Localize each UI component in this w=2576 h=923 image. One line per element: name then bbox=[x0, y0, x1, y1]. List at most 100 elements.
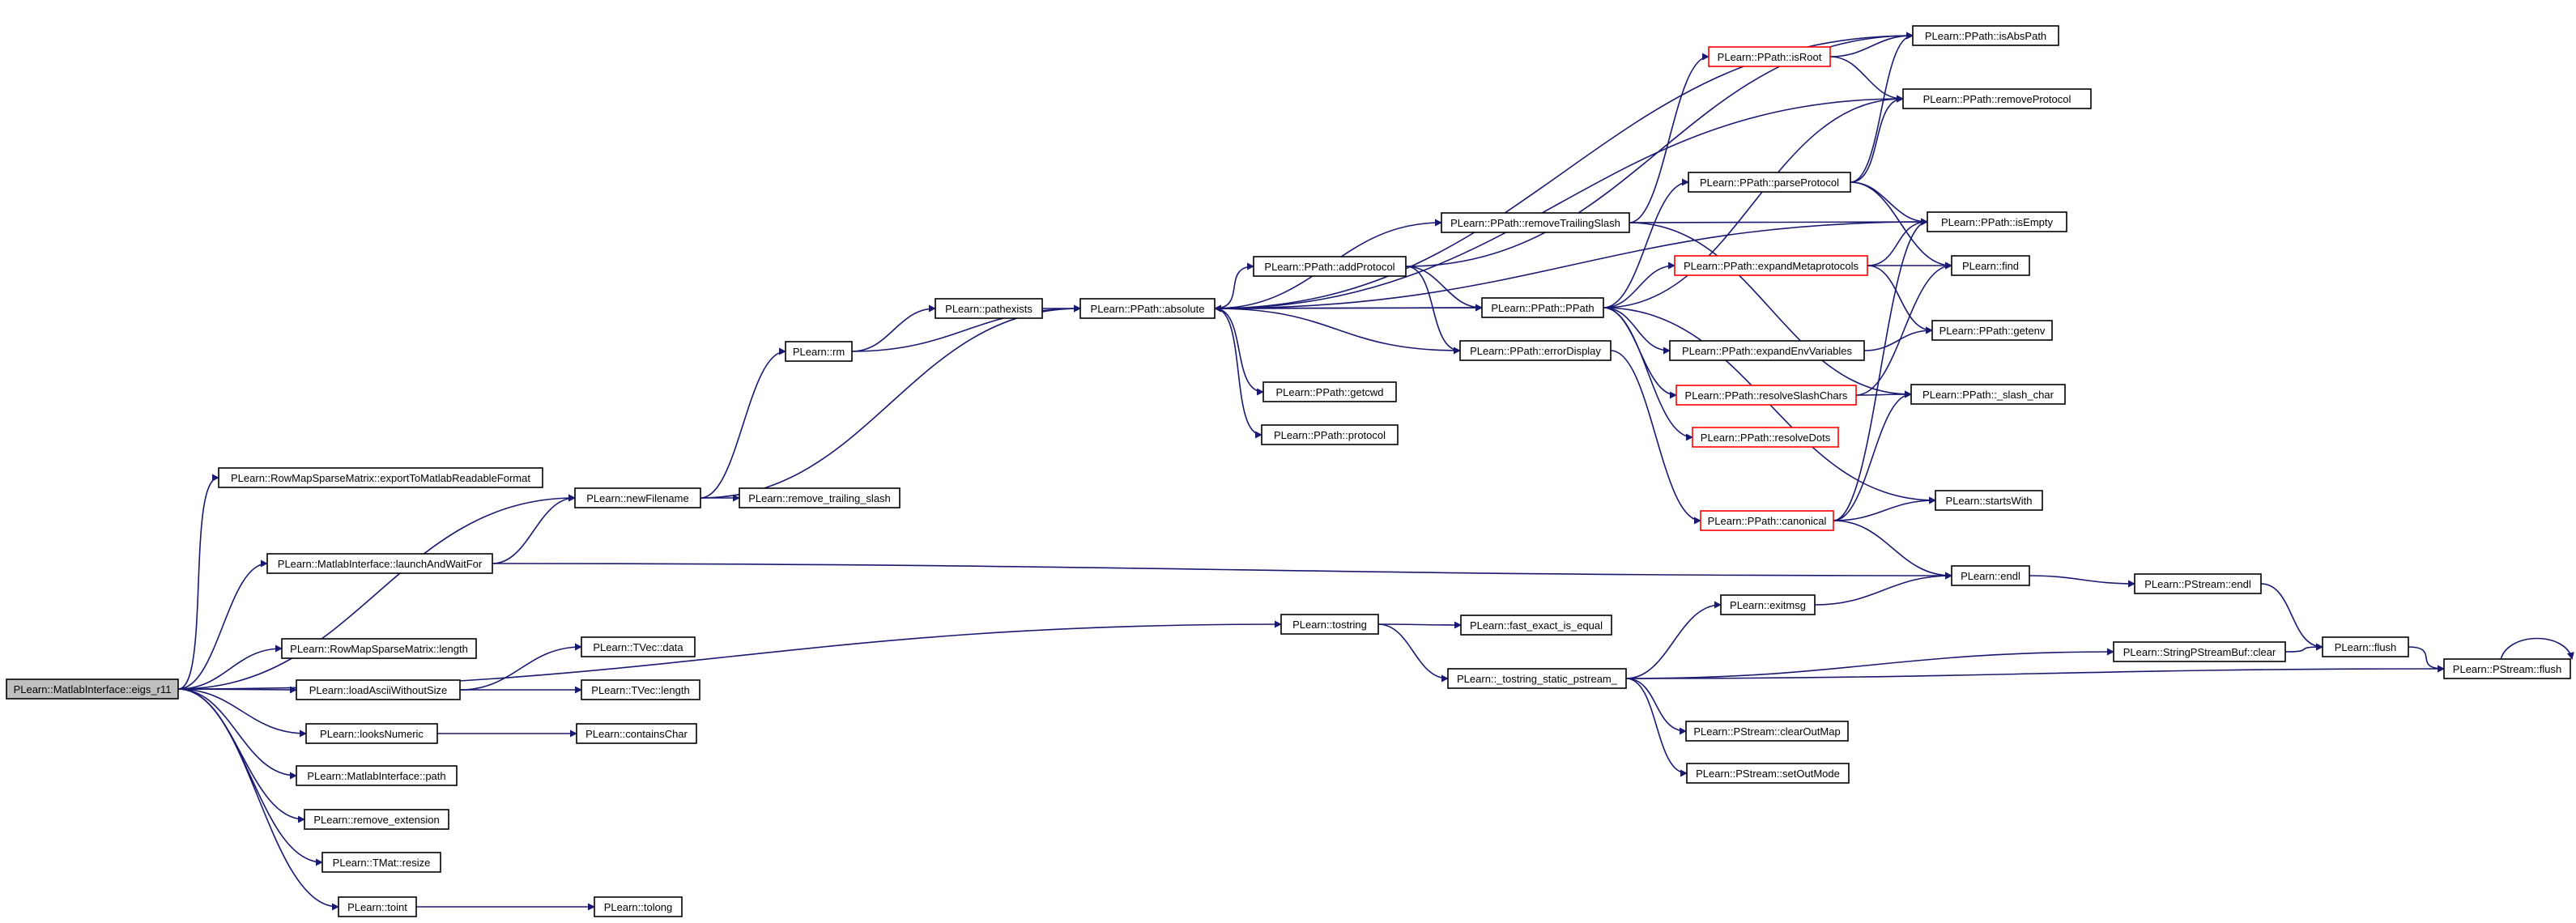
node-rmsm_export[interactable]: PLearn::RowMapSparseMatrix::exportToMatl… bbox=[218, 467, 543, 488]
node-rmsm_length[interactable]: PLearn::RowMapSparseMatrix::length bbox=[281, 638, 477, 659]
node-fast_exact_is_equal[interactable]: PLearn::fast_exact_is_equal bbox=[1460, 615, 1612, 636]
node-root[interactable]: PLearn::MatlabInterface::eigs_r11 bbox=[6, 678, 179, 700]
node-label: PLearn::PPath::removeTrailingSlash bbox=[1450, 217, 1620, 229]
node-expandMetaprotocols[interactable]: PLearn::PPath::expandMetaprotocols bbox=[1674, 255, 1868, 276]
node-box bbox=[218, 467, 543, 488]
node-spsb_clear[interactable]: PLearn::StringPStreamBuf::clear bbox=[2113, 641, 2286, 662]
node-label: PLearn::rm bbox=[793, 346, 845, 358]
node-protocol[interactable]: PLearn::PPath::protocol bbox=[1261, 424, 1399, 445]
node-box bbox=[321, 852, 441, 873]
node-box bbox=[304, 809, 449, 830]
node-tvec_data[interactable]: PLearn::TVec::data bbox=[581, 636, 696, 657]
node-parseProtocol[interactable]: PLearn::PPath::parseProtocol bbox=[1688, 172, 1851, 193]
node-tostring[interactable]: PLearn::tostring bbox=[1280, 614, 1379, 635]
node-errorDisplay[interactable]: PLearn::PPath::errorDisplay bbox=[1459, 340, 1612, 361]
node-box bbox=[1261, 424, 1399, 445]
node-removeProtocol[interactable]: PLearn::PPath::removeProtocol bbox=[1902, 88, 2092, 109]
node-label: PLearn::PPath::errorDisplay bbox=[1470, 345, 1601, 357]
node-remove_trailing_slash[interactable]: PLearn::remove_trailing_slash bbox=[739, 487, 901, 508]
edge-pstream_flush-to-pstream_flush bbox=[2500, 637, 2574, 660]
node-clearOutMap[interactable]: PLearn::PStream::clearOutMap bbox=[1685, 721, 1849, 742]
node-label: PLearn::newFilename bbox=[586, 492, 688, 504]
node-rm[interactable]: PLearn::rm bbox=[785, 341, 853, 362]
node-toint[interactable]: PLearn::toint bbox=[338, 896, 417, 917]
node-box bbox=[2113, 641, 2286, 662]
node-label: PLearn::tostring bbox=[1292, 619, 1367, 631]
edge-pstream_endl-to-flush bbox=[2260, 583, 2323, 651]
node-label: PLearn::PPath::_slash_char bbox=[1922, 389, 2054, 401]
node-slash_char[interactable]: PLearn::PPath::_slash_char bbox=[1910, 384, 2066, 405]
node-removeTrailingSlash[interactable]: PLearn::PPath::removeTrailingSlash bbox=[1441, 212, 1630, 233]
node-isAbsPath[interactable]: PLearn::PPath::isAbsPath bbox=[1912, 25, 2059, 46]
edge-root-to-toint bbox=[177, 688, 339, 911]
edge-flush-to-pstream_flush bbox=[2408, 646, 2445, 673]
node-canonical[interactable]: PLearn::PPath::canonical bbox=[1700, 510, 1834, 531]
edge-canonical-to-slash_char bbox=[1833, 390, 1912, 521]
node-isEmpty[interactable]: PLearn::PPath::isEmpty bbox=[1927, 211, 2067, 232]
node-mi_path[interactable]: PLearn::MatlabInterface::path bbox=[296, 765, 458, 786]
node-label: PLearn::PPath::addProtocol bbox=[1264, 261, 1394, 273]
edge-rm-to-absolute bbox=[851, 304, 1081, 352]
node-containsChar[interactable]: PLearn::containsChar bbox=[576, 723, 697, 744]
node-box bbox=[1720, 594, 1816, 615]
node-resolveSlashChars[interactable]: PLearn::PPath::resolveSlashChars bbox=[1675, 385, 1857, 406]
node-label: PLearn::PPath::canonical bbox=[1708, 515, 1827, 527]
node-label: PLearn::PPath::resolveSlashChars bbox=[1685, 389, 1848, 402]
edge-resolveSlashChars-to-find bbox=[1855, 262, 1952, 396]
edge-parseProtocol-to-isAbsPath bbox=[1850, 32, 1914, 183]
node-box bbox=[1079, 298, 1216, 319]
node-label: PLearn::RowMapSparseMatrix::length bbox=[290, 643, 468, 655]
edge-absolute-to-protocol bbox=[1214, 308, 1262, 439]
node-box bbox=[1692, 427, 1839, 448]
node-setOutMode[interactable]: PLearn::PStream::setOutMode bbox=[1686, 763, 1850, 784]
node-box bbox=[1912, 25, 2059, 46]
node-label: PLearn::PStream::clearOutMap bbox=[1693, 725, 1840, 738]
node-tmat_resize[interactable]: PLearn::TMat::resize bbox=[321, 852, 441, 873]
edge-expandMetaprotocols-to-isEmpty bbox=[1867, 218, 1928, 266]
node-label: PLearn::tolong bbox=[604, 901, 673, 913]
node-absolute[interactable]: PLearn::PPath::absolute bbox=[1079, 298, 1216, 319]
edge-resolveSlashChars-to-slash_char bbox=[1855, 390, 1912, 398]
node-ppath[interactable]: PLearn::PPath::PPath bbox=[1481, 297, 1604, 318]
node-pathexists[interactable]: PLearn::pathexists bbox=[935, 298, 1043, 319]
node-resolveDots[interactable]: PLearn::PPath::resolveDots bbox=[1692, 427, 1839, 448]
node-looksNumeric[interactable]: PLearn::looksNumeric bbox=[305, 723, 438, 744]
node-label: PLearn::PPath::PPath bbox=[1491, 302, 1594, 314]
node-box bbox=[576, 723, 697, 744]
node-exitmsg[interactable]: PLearn::exitmsg bbox=[1720, 594, 1816, 615]
edge-tostring_static-to-exitmsg bbox=[1625, 601, 1722, 679]
node-box bbox=[1931, 320, 2053, 341]
node-label: PLearn::loadAsciiWithoutSize bbox=[309, 684, 448, 696]
edge-root-to-rmsm_length bbox=[177, 644, 283, 690]
edge-root-to-rmsm_export bbox=[177, 474, 219, 690]
node-newFilename[interactable]: PLearn::newFilename bbox=[574, 487, 701, 508]
node-pstream_endl[interactable]: PLearn::PStream::endl bbox=[2134, 573, 2262, 594]
edge-loadAscii-to-tvec_data bbox=[459, 643, 582, 691]
node-getenv[interactable]: PLearn::PPath::getenv bbox=[1931, 320, 2053, 341]
node-addProtocol[interactable]: PLearn::PPath::addProtocol bbox=[1253, 256, 1407, 277]
node-label: PLearn::MatlabInterface::launchAndWaitFo… bbox=[278, 558, 483, 570]
node-label: PLearn::_tostring_static_pstream_ bbox=[1457, 673, 1618, 685]
node-launch[interactable]: PLearn::MatlabInterface::launchAndWaitFo… bbox=[266, 553, 493, 574]
node-pstream_flush[interactable]: PLearn::PStream::flush bbox=[2443, 658, 2571, 679]
node-tostring_static[interactable]: PLearn::_tostring_static_pstream_ bbox=[1447, 668, 1627, 689]
node-find[interactable]: PLearn::find bbox=[1951, 255, 2030, 276]
node-box bbox=[1460, 615, 1612, 636]
node-isRoot[interactable]: PLearn::PPath::isRoot bbox=[1708, 46, 1831, 67]
node-startsWith[interactable]: PLearn::startsWith bbox=[1935, 490, 2043, 511]
node-flush[interactable]: PLearn::flush bbox=[2322, 636, 2409, 657]
node-tolong[interactable]: PLearn::tolong bbox=[594, 896, 683, 917]
node-box bbox=[1481, 297, 1604, 318]
node-label: PLearn::TVec::data bbox=[593, 641, 683, 653]
node-expandEnvVariables[interactable]: PLearn::PPath::expandEnvVariables bbox=[1669, 340, 1865, 361]
node-getcwd[interactable]: PLearn::PPath::getcwd bbox=[1262, 381, 1397, 402]
node-label: PLearn::endl bbox=[1961, 570, 2020, 582]
node-box bbox=[1927, 211, 2067, 232]
edge-ppath-to-parseProtocol bbox=[1603, 178, 1689, 308]
node-box bbox=[739, 487, 901, 508]
node-loadAscii[interactable]: PLearn::loadAsciiWithoutSize bbox=[296, 679, 461, 700]
edge-isRoot-to-removeProtocol bbox=[1829, 56, 1904, 103]
node-tvec_length[interactable]: PLearn::TVec::length bbox=[581, 679, 700, 700]
node-endl[interactable]: PLearn::endl bbox=[1951, 565, 2030, 586]
node-remove_ext[interactable]: PLearn::remove_extension bbox=[304, 809, 449, 830]
